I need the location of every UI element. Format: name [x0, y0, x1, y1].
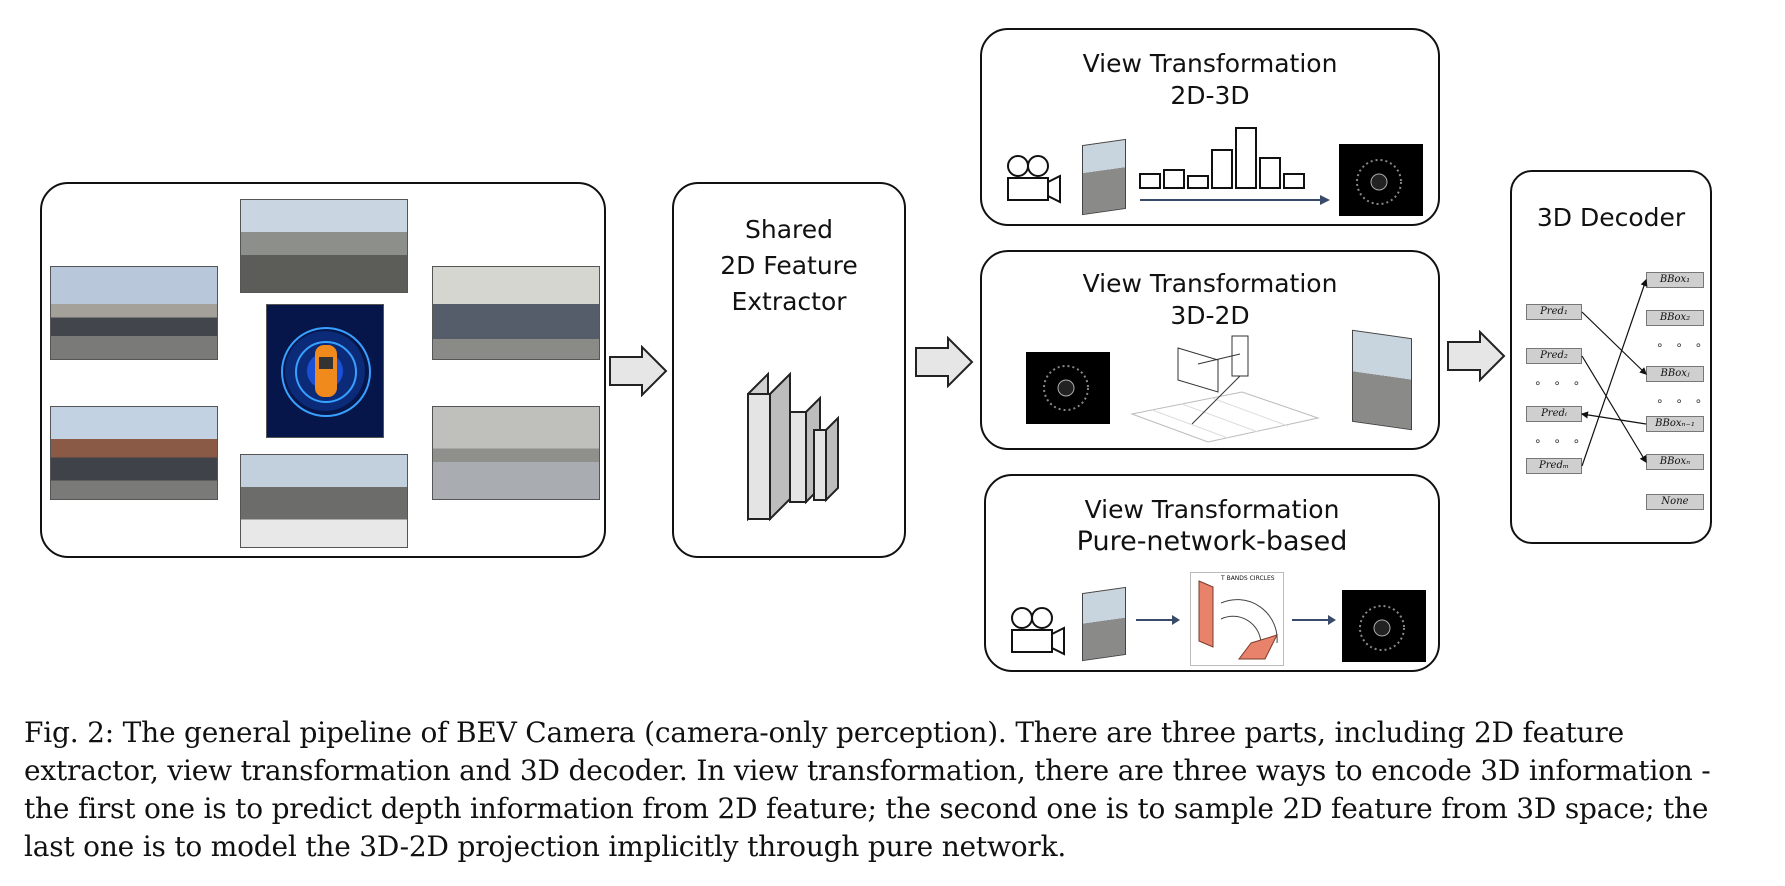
3d-decoder-title: 3D Decoder	[1536, 203, 1686, 232]
vt-pure-network-title-line1: View Transformation	[1084, 495, 1340, 524]
bbox-2: BBox₂	[1646, 310, 1704, 326]
vt-pure-network-panel: View Transformation Pure-network-based T…	[984, 474, 1440, 672]
ego-car-graphic	[266, 304, 384, 438]
flow-arrow-2	[915, 336, 974, 388]
vt-2d-3d-title-line2: 2D-3D	[1170, 81, 1250, 110]
camera-image-front-left	[50, 266, 218, 360]
depth-distribution-histogram	[1139, 127, 1330, 205]
3d-decoder-panel: 3D Decoder Pred₁ Pred₂ ∘ ∘ ∘ Predᵢ ∘ ∘ ∘…	[1510, 170, 1712, 544]
pred-box-i: Predᵢ	[1526, 406, 1582, 422]
figure-caption: Fig. 2: The general pipeline of BEV Came…	[24, 716, 1711, 863]
matching-lines	[1580, 278, 1648, 467]
bev-output-image-3	[1342, 590, 1426, 662]
feature-extractor-title: Shared 2D Feature Extractor	[720, 215, 858, 316]
vt-3d-2d-panel: View Transformation 3D-2D	[980, 250, 1440, 450]
feature-extractor-panel: Shared 2D Feature Extractor	[672, 182, 906, 558]
arrow-small-1	[1136, 615, 1180, 625]
network-inset-heading: T BANDS CIRCLES	[1221, 575, 1275, 582]
flow-arrow-3	[1447, 330, 1506, 382]
bbox-ellipsis-2: ∘ ∘ ∘	[1656, 394, 1707, 408]
network-inset-figure: T BANDS CIRCLES	[1190, 572, 1284, 666]
camera-image-back-right	[432, 406, 600, 500]
camera-image-back	[240, 454, 408, 548]
vt-pure-network-title-line2: Pure-network-based	[1076, 526, 1348, 557]
bbox-ellipsis-1: ∘ ∘ ∘	[1656, 338, 1707, 352]
vt-2d-3d-title-line1: View Transformation	[1082, 49, 1338, 78]
vt-3d-2d-title-line2: 3D-2D	[1170, 301, 1250, 330]
bev-input-image	[1026, 352, 1110, 424]
bbox-none: None	[1646, 494, 1704, 510]
bev-output-image	[1339, 144, 1423, 216]
pred-ellipsis-1: ∘ ∘ ∘	[1534, 376, 1585, 390]
pred-ellipsis-2: ∘ ∘ ∘	[1534, 434, 1585, 448]
arrow-small-2	[1292, 615, 1336, 625]
camera-image-front	[240, 199, 408, 293]
camera-images-panel	[40, 182, 606, 558]
flow-arrow-1	[609, 345, 668, 397]
camera-icon	[1007, 155, 1061, 204]
camera-image-back-left	[50, 406, 218, 500]
pred-box-2: Pred₂	[1526, 348, 1582, 364]
camera-icon-2	[1011, 607, 1065, 656]
pred-box-m: Predₘ	[1526, 458, 1582, 474]
camera-image-front-right	[432, 266, 600, 360]
bbox-n-minus-1: BBoxₙ₋₁	[1646, 416, 1704, 432]
camera-image-thumb	[1082, 138, 1126, 216]
ego-car-icon	[281, 327, 371, 417]
3d-sampling-grid	[1130, 335, 1320, 443]
cnn-layers-icon	[747, 371, 839, 522]
pred-box-1: Pred₁	[1526, 304, 1582, 320]
vt-3d-2d-title-line1: View Transformation	[1082, 269, 1338, 298]
camera-image-thumb-2	[1352, 329, 1412, 431]
vt-2d-3d-panel: View Transformation 2D-3D	[980, 28, 1440, 226]
camera-image-thumb-3	[1082, 586, 1126, 662]
